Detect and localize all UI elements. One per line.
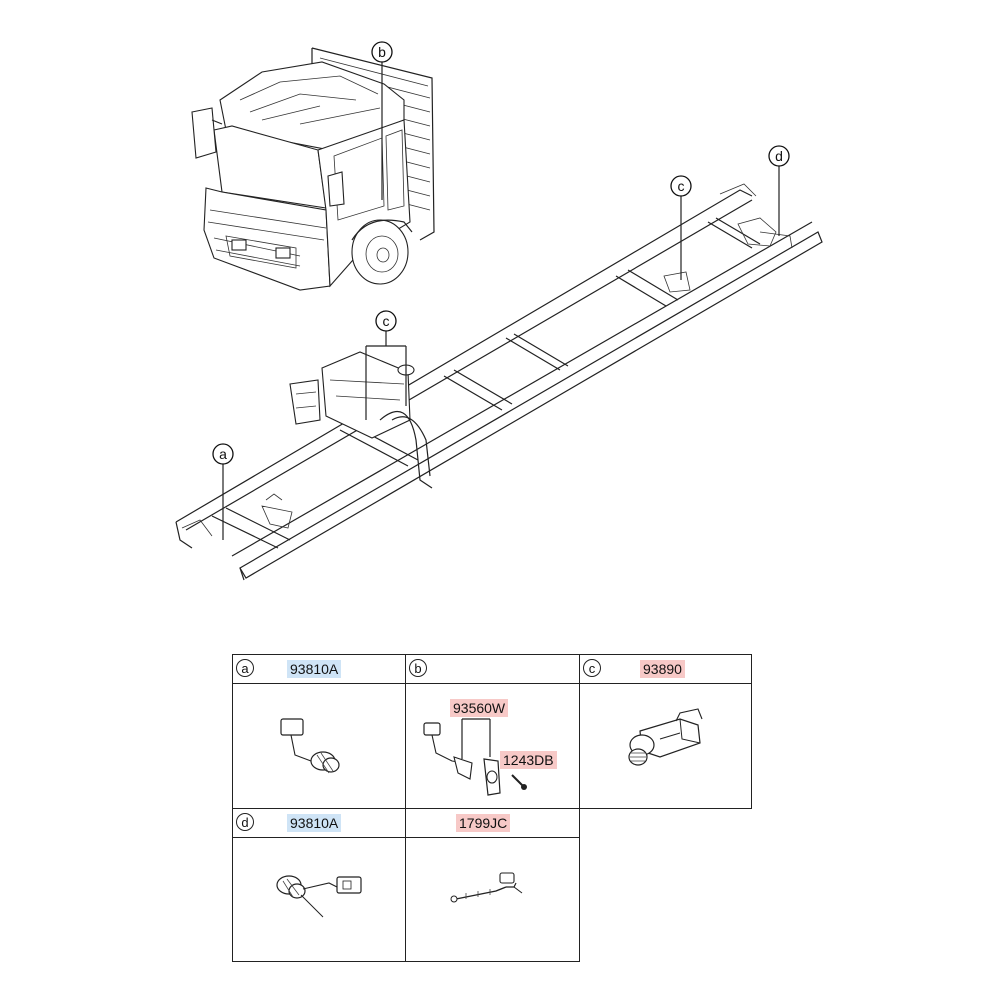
sensor-icon: [280, 718, 340, 774]
part-cell-b: b 93560W 1243DB: [405, 654, 580, 809]
part-cell-header: 1799JC: [406, 809, 579, 838]
svg-text:b: b: [378, 44, 386, 60]
part-code-label[interactable]: 93810A: [287, 814, 342, 832]
part-code-label[interactable]: 93890: [640, 660, 685, 678]
part-cell-d: d 93810A: [232, 808, 406, 962]
pressure-switch-icon: [628, 708, 703, 766]
sensor-icon: [276, 875, 362, 918]
svg-text:c: c: [678, 178, 685, 194]
callout-c-rear: c: [670, 175, 692, 280]
part-cell-header: a 93810A: [233, 655, 405, 684]
part-cell-header: c 93890: [580, 655, 751, 684]
part-cell-header: d 93810A: [233, 809, 405, 838]
truck-cab: [191, 47, 435, 291]
callout-a: a: [212, 443, 234, 540]
part-code-label[interactable]: 93810A: [287, 660, 342, 678]
cell-letter: a: [236, 659, 254, 677]
svg-text:d: d: [775, 148, 783, 164]
part-code-label-bolt[interactable]: 1243DB: [500, 751, 557, 769]
part-code-label[interactable]: 93560W: [450, 699, 509, 717]
cell-letter: c: [583, 659, 601, 677]
part-code-label[interactable]: 1799JC: [456, 814, 511, 832]
svg-text:c: c: [383, 313, 390, 329]
cell-letter: b: [409, 659, 427, 677]
svg-text:a: a: [219, 446, 227, 462]
parts-table: a 93810A b 93560W 1243DB: [232, 654, 752, 962]
part-cell-a: a 93810A: [232, 654, 406, 809]
callout-b: b: [371, 41, 393, 200]
vehicle-diagram: b c d c a: [175, 41, 823, 581]
part-cell-header: b: [406, 655, 579, 684]
part-cell-wiring: 1799JC: [405, 808, 580, 962]
callout-d: d: [768, 145, 790, 236]
part-cell-c: c 93890: [579, 654, 752, 809]
switch-bracket-icon: [423, 718, 527, 796]
wiring-harness-icon: [450, 872, 523, 903]
cell-letter: d: [236, 813, 254, 831]
callout-c-frame: c: [365, 310, 407, 420]
